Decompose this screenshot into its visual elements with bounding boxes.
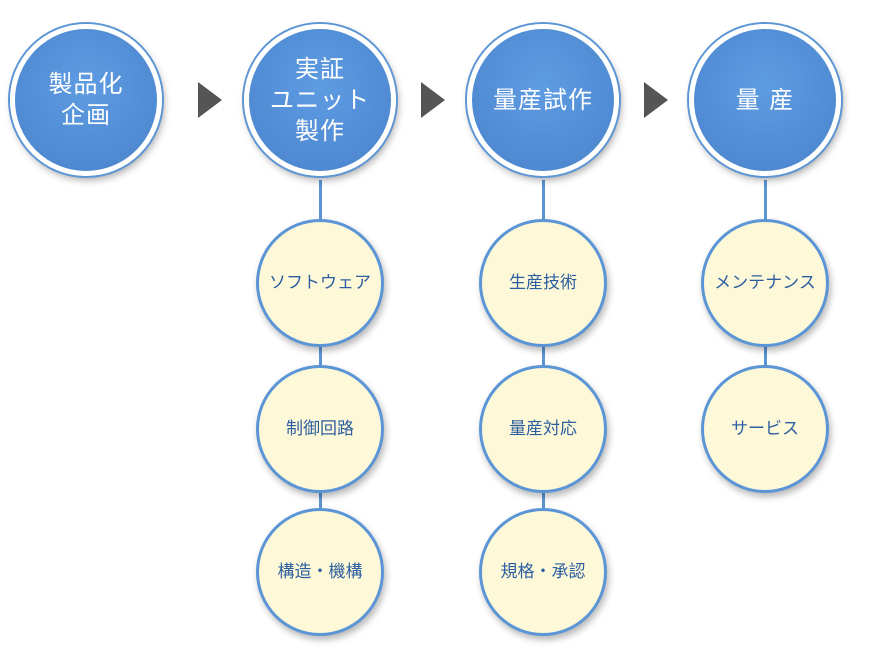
stage-product-planning: 製品化 企画 bbox=[10, 24, 162, 176]
sub-item-label: ソフトウェア bbox=[269, 273, 371, 293]
sub-item-label: 構造・機構 bbox=[277, 562, 363, 582]
sub-item-label: 生産技術 bbox=[509, 273, 577, 293]
sub-item-maintenance: メンテナンス bbox=[701, 219, 829, 347]
stage-label: 製品化 企画 bbox=[48, 70, 124, 129]
sub-item-service: サービス bbox=[701, 365, 829, 493]
flow-arrow-3 bbox=[644, 82, 668, 118]
flow-arrow-2 bbox=[421, 82, 445, 118]
stage-mass-production: 量 産 bbox=[689, 24, 841, 176]
stage-prototype-unit: 実証 ユニット 製作 bbox=[244, 24, 396, 176]
sub-item-label: メンテナンス bbox=[714, 273, 816, 293]
stage-label: 量 産 bbox=[735, 85, 795, 114]
flow-arrow-1 bbox=[198, 82, 222, 118]
sub-item-production-engineering: 生産技術 bbox=[479, 219, 607, 347]
stage-label: 実証 ユニット 製作 bbox=[270, 54, 370, 145]
sub-item-control-circuit: 制御回路 bbox=[256, 365, 384, 493]
sub-item-standards-approval: 規格・承認 bbox=[479, 508, 607, 636]
sub-item-label: サービス bbox=[731, 419, 799, 439]
sub-item-structure-mechanism: 構造・機構 bbox=[256, 508, 384, 636]
sub-item-label: 量産対応 bbox=[509, 419, 577, 439]
sub-item-label: 制御回路 bbox=[286, 419, 354, 439]
stage-trial-production: 量産試作 bbox=[467, 24, 619, 176]
sub-item-mass-production-support: 量産対応 bbox=[479, 365, 607, 493]
sub-item-software: ソフトウェア bbox=[256, 219, 384, 347]
stage-label: 量産試作 bbox=[493, 85, 593, 114]
sub-item-label: 規格・承認 bbox=[500, 562, 586, 582]
